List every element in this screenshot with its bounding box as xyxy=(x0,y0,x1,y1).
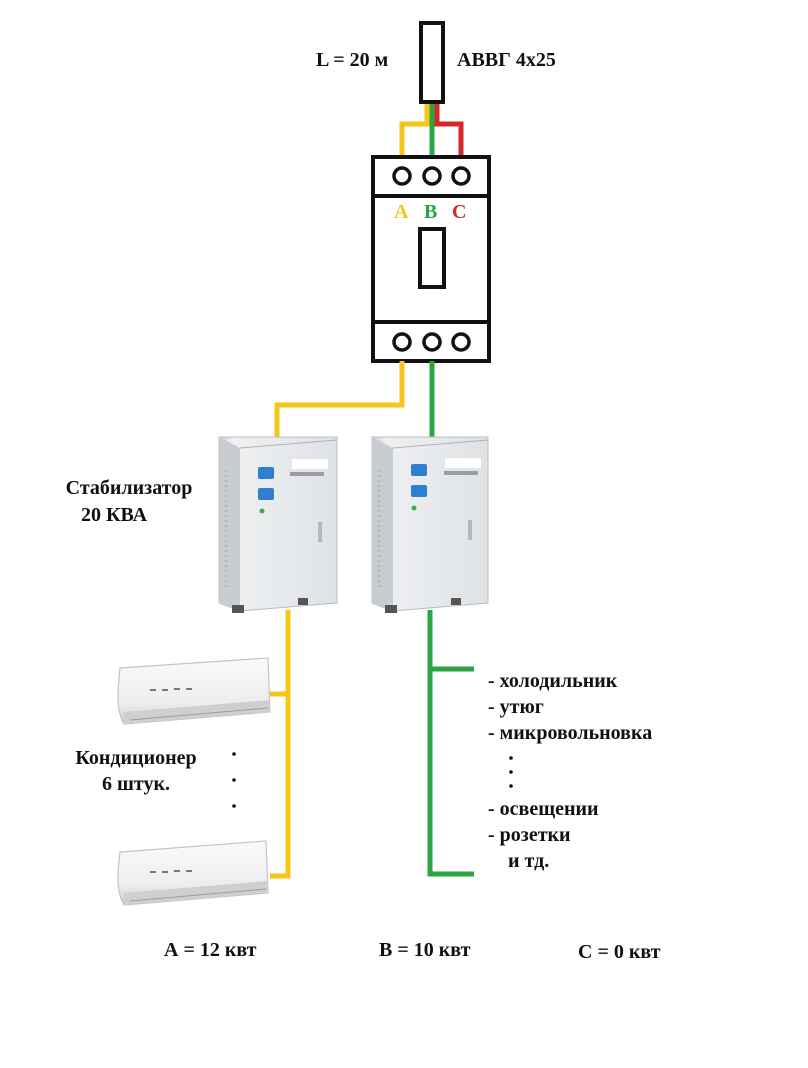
air-conditioner-unit-1 xyxy=(117,657,271,725)
air-conditioner-unit-2 xyxy=(117,840,269,906)
phase-b-load-label: В = 10 квт xyxy=(379,939,471,961)
wire-phase-c-in xyxy=(434,104,464,158)
cable-length-label: L = 20 м xyxy=(316,49,389,71)
terminal-top-b xyxy=(422,166,442,186)
conditioner-label-line2: 6 штук. xyxy=(102,773,170,795)
terminal-top-c xyxy=(451,166,471,186)
loads-ellipsis xyxy=(509,756,513,788)
load-item-fridge: - холодильник xyxy=(488,670,618,692)
stabilizer-unit-b xyxy=(371,436,489,613)
terminal-top-a xyxy=(392,166,412,186)
load-list-continued: - освещении - розетки и тд. xyxy=(488,796,599,874)
phase-a-load-label: А = 12 квт xyxy=(164,939,257,961)
stabilizer-label-line1: Стабилизатор xyxy=(65,477,193,499)
stabilizer-label-line2: 20 КВА xyxy=(80,504,148,526)
load-item-iron: - утюг xyxy=(488,696,544,718)
conditioner-ellipsis xyxy=(232,752,236,808)
load-item-microwave: - микровольновка xyxy=(488,722,653,744)
cable-type-label: АВВГ 4х25 xyxy=(457,49,556,71)
terminal-bottom-c xyxy=(451,332,471,352)
phase-c-load-label: С = 0 квт xyxy=(578,941,661,963)
stabilizer-unit-a xyxy=(218,436,338,613)
load-item-etc: и тд. xyxy=(508,850,550,872)
breaker-toggle xyxy=(418,227,446,289)
circuit-breaker xyxy=(371,155,491,363)
wire-phase-a-in xyxy=(399,104,430,158)
terminal-bottom-a xyxy=(392,332,412,352)
cable-entry xyxy=(419,21,445,104)
load-list: - холодильник - утюг - микровольновка xyxy=(488,668,652,746)
wire-conditioner-feed xyxy=(270,610,291,879)
phase-label-b: B xyxy=(424,201,438,223)
conditioner-label-line1: Кондиционер xyxy=(75,747,197,769)
load-item-sockets: - розетки xyxy=(488,824,571,846)
load-item-lighting: - освещении xyxy=(488,798,599,820)
wire-phase-a-out xyxy=(274,361,405,437)
terminal-bottom-b xyxy=(422,332,442,352)
wire-loads-feed xyxy=(427,610,474,877)
phase-label-a: A xyxy=(394,201,409,223)
phase-label-c: C xyxy=(452,201,467,223)
